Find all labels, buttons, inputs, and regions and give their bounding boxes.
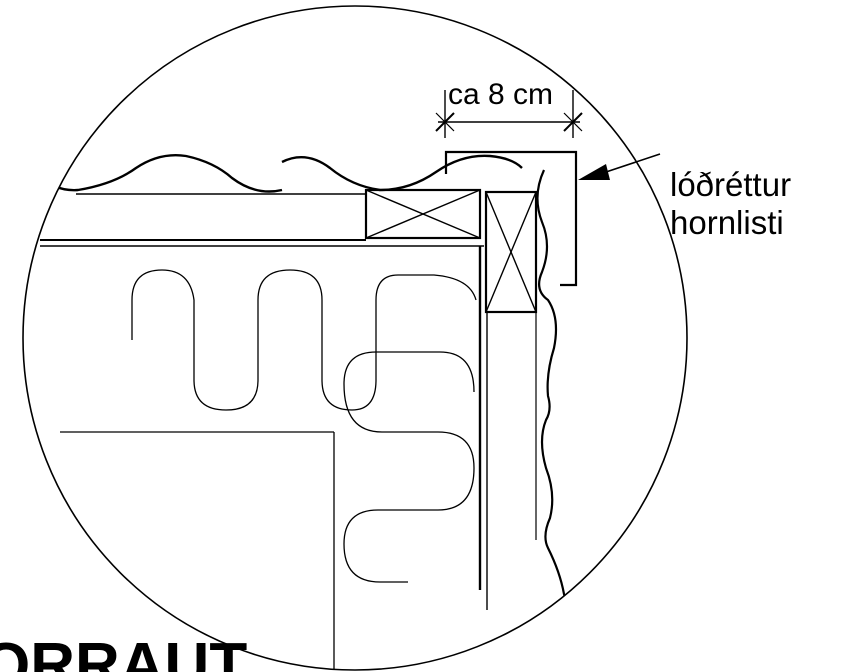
dimension-marker bbox=[435, 90, 583, 138]
corner-trim bbox=[444, 150, 578, 287]
corrugated-sheet-right bbox=[281, 154, 523, 192]
horizontal-batten bbox=[364, 188, 482, 240]
corrugated-sheet-vertical bbox=[536, 169, 576, 631]
partial-title: ORRAUT bbox=[0, 631, 247, 672]
dimension-label: ca 8 cm bbox=[448, 78, 553, 111]
callout-arrow bbox=[578, 153, 661, 180]
corrugated-sheet-left bbox=[27, 154, 283, 193]
detail-circle bbox=[22, 5, 688, 671]
callout-label-line1: lóðréttur bbox=[670, 166, 791, 203]
insulation-lower bbox=[343, 351, 475, 583]
insulation-upper bbox=[131, 269, 477, 411]
callout-label-line2: hornlisti bbox=[670, 204, 784, 241]
